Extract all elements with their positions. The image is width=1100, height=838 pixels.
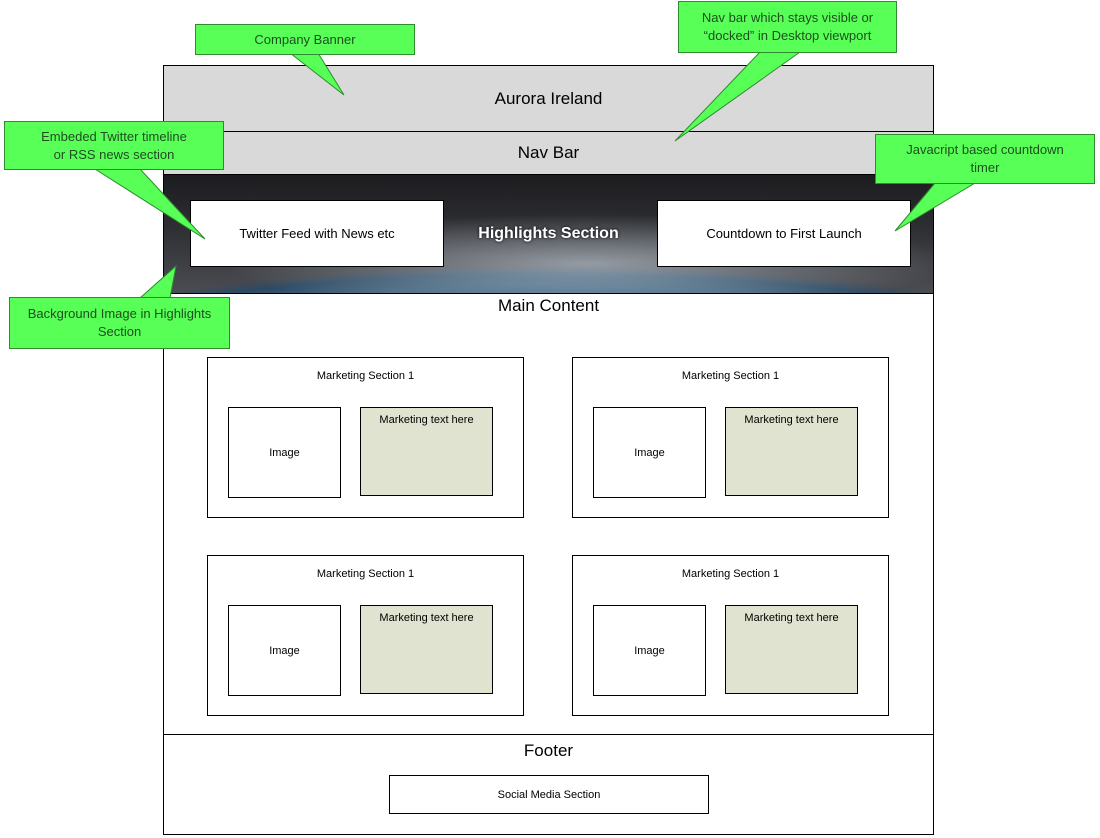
marketing-text: Marketing text here [360,605,493,694]
marketing-image: Image [593,605,706,696]
company-banner: Aurora Ireland [163,65,934,132]
footer: Footer Social Media Section [163,734,934,835]
countdown-box[interactable]: Countdown to First Launch [657,200,911,267]
social-media-section[interactable]: Social Media Section [389,775,709,814]
banner-title: Aurora Ireland [494,88,603,108]
marketing-card: Marketing Section 1 Image Marketing text… [207,357,524,518]
marketing-text: Marketing text here [725,407,858,496]
callout-nav-docked: Nav bar which stays visible or “docked” … [678,1,897,53]
nav-bar-label: Nav Bar [517,143,580,162]
social-media-label: Social Media Section [497,788,601,801]
callout-background-text: Background Image in Highlights Section [27,306,212,339]
marketing-card-title: Marketing Section 1 [681,370,780,382]
nav-bar[interactable]: Nav Bar [163,131,934,175]
callout-countdown-text: Javacript based countdown timer [906,142,1064,175]
callout-countdown: Javacript based countdown timer [875,134,1095,184]
marketing-card-title: Marketing Section 1 [316,370,415,382]
marketing-image: Image [228,605,341,696]
marketing-text: Marketing text here [725,605,858,694]
callout-twitter-text: Embeded Twitter timeline or RSS news sec… [41,128,187,162]
highlights-section: Highlights Section Twitter Feed with New… [163,174,934,294]
callout-twitter: Embeded Twitter timeline or RSS news sec… [4,121,224,170]
twitter-feed-label: Twitter Feed with News etc [239,226,395,241]
marketing-image: Image [228,407,341,498]
main-content-title: Main Content [497,296,600,315]
callout-company-banner-text: Company Banner [254,31,356,47]
marketing-card-title: Marketing Section 1 [681,568,780,580]
callout-background: Background Image in Highlights Section [9,297,230,349]
twitter-feed-box[interactable]: Twitter Feed with News etc [190,200,444,267]
highlights-title: Highlights Section [478,225,619,242]
marketing-card: Marketing Section 1 Image Marketing text… [572,357,889,518]
marketing-text: Marketing text here [360,407,493,496]
marketing-card: Marketing Section 1 Image Marketing text… [207,555,524,716]
marketing-card: Marketing Section 1 Image Marketing text… [572,555,889,716]
marketing-image: Image [593,407,706,498]
countdown-label: Countdown to First Launch [706,226,862,241]
callout-company-banner: Company Banner [195,24,415,55]
marketing-card-title: Marketing Section 1 [316,568,415,580]
footer-title: Footer [523,741,574,760]
callout-nav-docked-text: Nav bar which stays visible or “docked” … [701,10,874,43]
